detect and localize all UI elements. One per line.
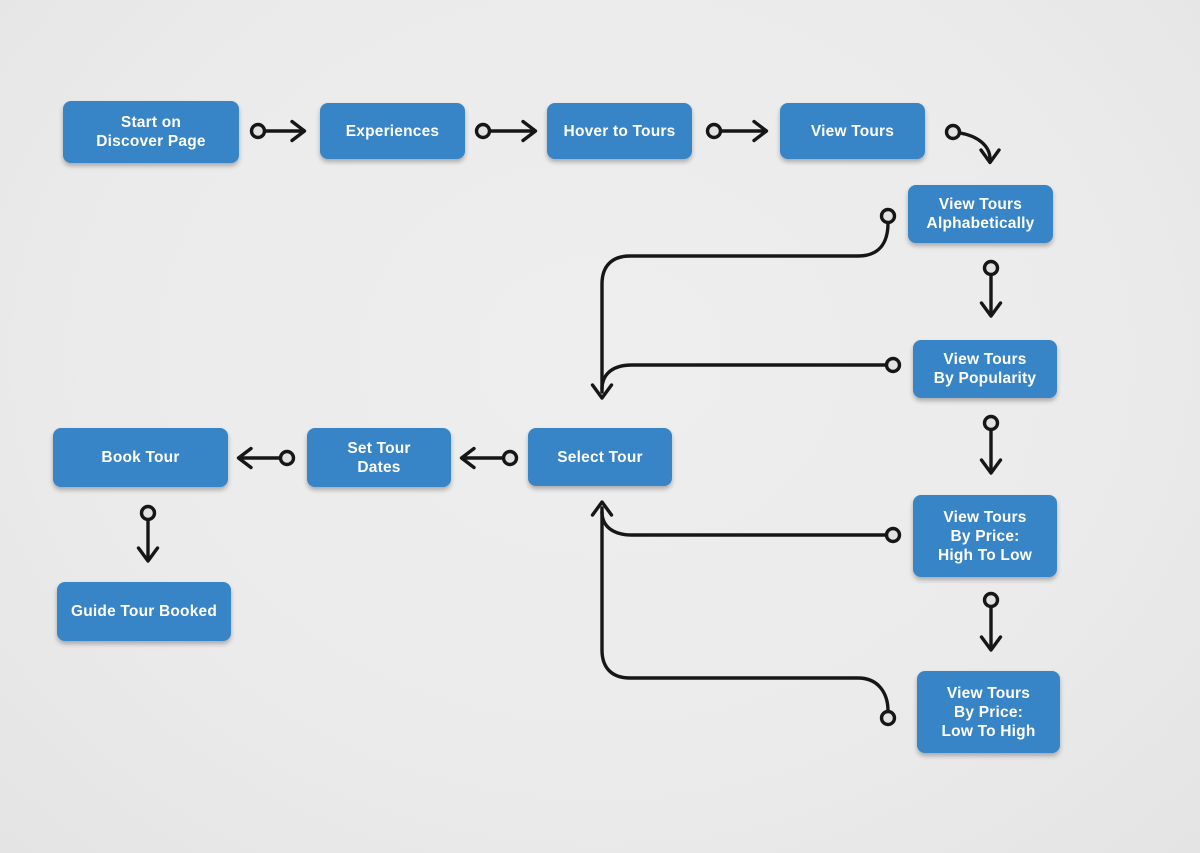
node-view-by-popularity: View Tours By Popularity [913,340,1057,398]
connector-viewtours-to-alphabetically [944,123,1001,165]
connector-book-to-guide [136,504,160,563]
node-experiences: Experiences [320,103,465,159]
connector-experiences-to-hover [474,119,538,143]
connector-highlow-to-select [590,500,902,544]
node-select-tour: Select Tour [528,428,672,486]
node-start-discover: Start on Discover Page [63,101,239,163]
connector-start-to-experiences [249,119,307,143]
connector-setdates-to-book [236,446,296,470]
node-book-tour: Book Tour [53,428,228,487]
connector-hover-to-viewtours [705,119,769,143]
node-hover-to-tours: Hover to Tours [547,103,692,159]
node-set-tour-dates: Set Tour Dates [307,428,451,487]
connector-popularity-to-select [590,356,902,400]
node-view-alphabetically: View Tours Alphabetically [908,185,1053,243]
connector-popularity-to-highlow [979,414,1003,475]
node-view-tours: View Tours [780,103,925,159]
connector-lowhigh-to-select [600,506,897,727]
node-guide-tour-booked: Guide Tour Booked [57,582,231,641]
connector-alphabetically-to-select [600,207,897,394]
connector-alphabetically-to-popularity [979,259,1003,318]
connector-highlow-to-lowhigh [979,591,1003,652]
node-view-price-low-high: View Tours By Price: Low To High [917,671,1060,753]
node-view-price-high-low: View Tours By Price: High To Low [913,495,1057,577]
connector-select-to-setdates [459,446,519,470]
